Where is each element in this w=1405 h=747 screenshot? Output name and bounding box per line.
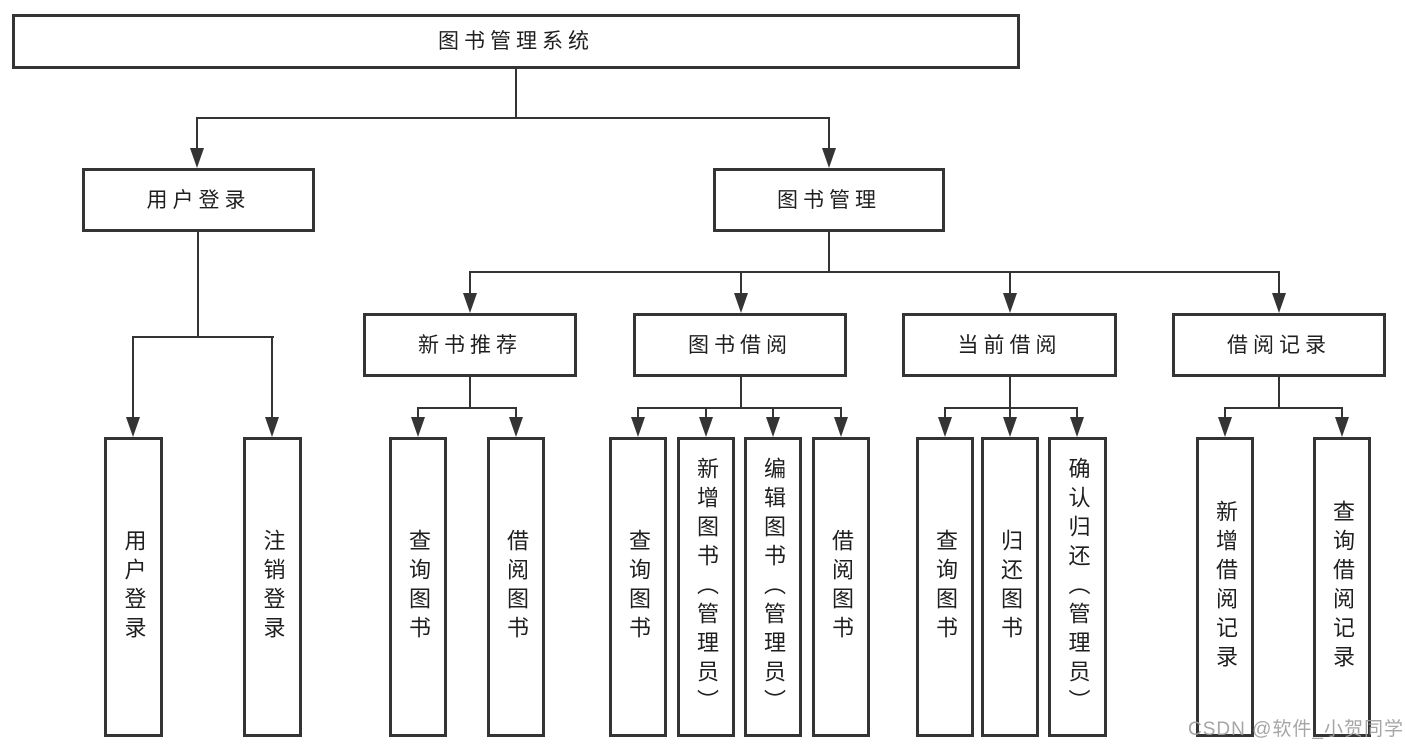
node-label: 借阅记录	[1227, 333, 1331, 357]
arrowhead-down-icon	[1272, 293, 1286, 313]
arrowhead-down-icon	[1070, 417, 1084, 437]
arrowhead-down-icon	[126, 417, 140, 437]
leaf-borrow-borrow-books: 借阅图书	[812, 437, 870, 737]
node-label: 新增借阅记录	[1213, 500, 1238, 674]
arrowhead-down-icon	[699, 417, 713, 437]
connector-line	[1009, 272, 1011, 300]
leaf-logout: 注销登录	[243, 437, 302, 737]
node-label: 查询借阅记录	[1330, 500, 1355, 674]
arrowhead-down-icon	[834, 417, 848, 437]
connector-line	[1278, 272, 1280, 300]
arrowhead-down-icon	[766, 417, 780, 437]
arrowhead-down-icon	[1003, 293, 1017, 313]
node-label: 借阅图书	[504, 529, 529, 645]
arrowhead-down-icon	[734, 293, 748, 313]
connector-line	[271, 337, 273, 425]
node-label: 新增图书（管理员）	[694, 456, 719, 718]
connector-line	[740, 272, 742, 300]
connector-line	[740, 376, 742, 409]
node-label: 编辑图书（管理员）	[761, 456, 786, 718]
arrowhead-down-icon	[463, 293, 477, 313]
csdn-watermark: CSDN @软件_小贺同学	[1188, 719, 1404, 740]
node-label: 图书管理系统	[438, 30, 594, 53]
leaf-recommend-query-books: 查询图书	[389, 437, 447, 737]
leaf-borrow-query-books: 查询图书	[609, 437, 667, 737]
node-label: 图书管理	[777, 188, 881, 212]
leaf-user-login: 用户登录	[104, 437, 163, 737]
node-label: 当前借阅	[957, 333, 1062, 357]
arrowhead-down-icon	[631, 417, 645, 437]
node-user-login-branch: 用户登录	[82, 168, 315, 232]
connector-line	[1278, 376, 1280, 409]
leaf-records-add-borrow-record: 新增借阅记录	[1196, 437, 1254, 737]
leaf-borrow-add-books-admin: 新增图书（管理员）	[677, 437, 735, 737]
arrowhead-down-icon	[411, 417, 425, 437]
connector-line	[828, 232, 830, 273]
arrowhead-down-icon	[1003, 417, 1017, 437]
node-new-book-recommendation: 新书推荐	[363, 313, 577, 377]
node-label: 查询图书	[933, 529, 958, 645]
node-label: 确认归还（管理员）	[1065, 456, 1091, 718]
node-borrowing-records: 借阅记录	[1172, 313, 1386, 377]
node-label: 借阅图书	[829, 529, 854, 645]
connector-line	[515, 69, 517, 118]
connector-line	[417, 407, 517, 409]
connector-line	[196, 117, 830, 119]
node-current-borrowing: 当前借阅	[902, 313, 1117, 377]
leaf-borrow-edit-books-admin: 编辑图书（管理员）	[744, 437, 802, 737]
arrowhead-down-icon	[1335, 417, 1349, 437]
leaf-current-query-books: 查询图书	[916, 437, 974, 737]
node-label: 查询图书	[626, 529, 651, 645]
connector-line	[197, 232, 199, 338]
connector-line	[828, 118, 830, 158]
arrowhead-down-icon	[822, 148, 836, 168]
connector-line	[196, 118, 198, 158]
node-book-management-branch: 图书管理	[713, 168, 945, 232]
node-label: 用户登录	[121, 529, 147, 645]
node-label: 新书推荐	[418, 333, 522, 357]
node-root-system: 图书管理系统	[12, 14, 1020, 69]
arrowhead-down-icon	[1218, 417, 1232, 437]
connector-line	[637, 407, 842, 409]
connector-line	[132, 337, 134, 425]
leaf-recommend-borrow-books: 借阅图书	[487, 437, 545, 737]
node-book-borrowing: 图书借阅	[633, 313, 847, 377]
connector-line	[1009, 376, 1011, 409]
connector-line	[1224, 407, 1343, 409]
node-label: 注销登录	[260, 529, 286, 645]
leaf-current-confirm-return-admin: 确认归还（管理员）	[1048, 437, 1107, 737]
node-label: 查询图书	[406, 529, 431, 645]
node-label: 用户登录	[146, 188, 251, 212]
arrowhead-down-icon	[190, 148, 204, 168]
leaf-current-return-books: 归还图书	[981, 437, 1039, 737]
connector-line	[944, 407, 1078, 409]
arrowhead-down-icon	[265, 417, 279, 437]
node-label: 图书借阅	[688, 333, 792, 357]
connector-line	[469, 271, 1280, 273]
arrowhead-down-icon	[938, 417, 952, 437]
connector-line	[469, 376, 471, 409]
node-label: 归还图书	[998, 529, 1023, 645]
arrowhead-down-icon	[509, 417, 523, 437]
leaf-records-query-borrow-record: 查询借阅记录	[1313, 437, 1371, 737]
connector-line	[132, 336, 274, 338]
connector-line	[469, 272, 471, 300]
